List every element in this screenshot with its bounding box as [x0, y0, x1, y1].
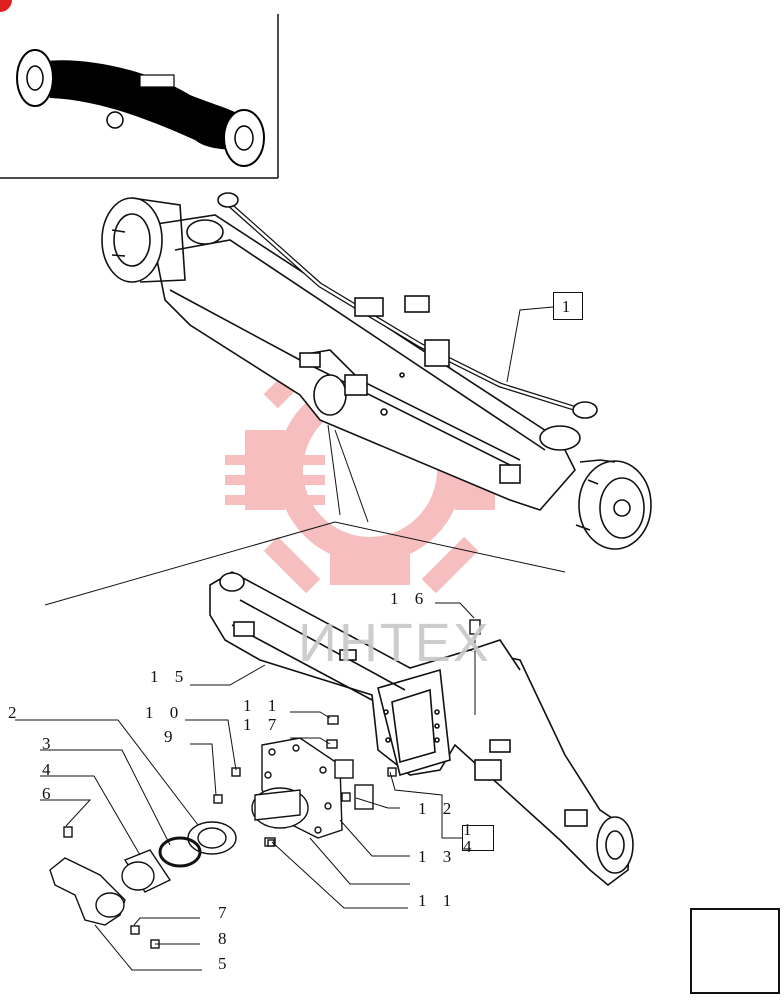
callout-16[interactable]: 1 6 [390, 589, 430, 608]
callout-1[interactable]: 1 [553, 292, 583, 320]
callout-15[interactable]: 1 5 [150, 667, 190, 686]
callout-11-lower[interactable]: 1 1 [418, 891, 458, 910]
callout-10[interactable]: 1 0 [145, 703, 185, 722]
leader-lines [15, 602, 475, 971]
callout-6[interactable]: 6 [42, 784, 57, 803]
axle-assembly-drawing [101, 192, 652, 550]
callout-5[interactable]: 5 [218, 954, 233, 973]
thumbnail-axle [0, 14, 279, 179]
callout-11-upper[interactable]: 1 1 [243, 696, 283, 715]
callout-3[interactable]: 3 [42, 734, 57, 753]
callout-9[interactable]: 9 [164, 727, 179, 746]
callout-14[interactable]: 1 4 [462, 821, 494, 855]
callout-13[interactable]: 1 3 [418, 847, 458, 866]
callout-12[interactable]: 1 2 [418, 799, 458, 818]
callout-2[interactable]: 2 [8, 703, 23, 722]
next-page-button[interactable] [690, 908, 780, 994]
callout-8[interactable]: 8 [218, 929, 233, 948]
small-parts [49, 619, 481, 949]
watermark-text: ИНТЕХ [298, 613, 491, 673]
callout-4[interactable]: 4 [42, 760, 57, 779]
callout-7[interactable]: 7 [218, 903, 233, 922]
axle-housing-drawing [209, 571, 634, 887]
guide-lines [44, 306, 566, 606]
callout-17[interactable]: 1 7 [243, 715, 283, 734]
